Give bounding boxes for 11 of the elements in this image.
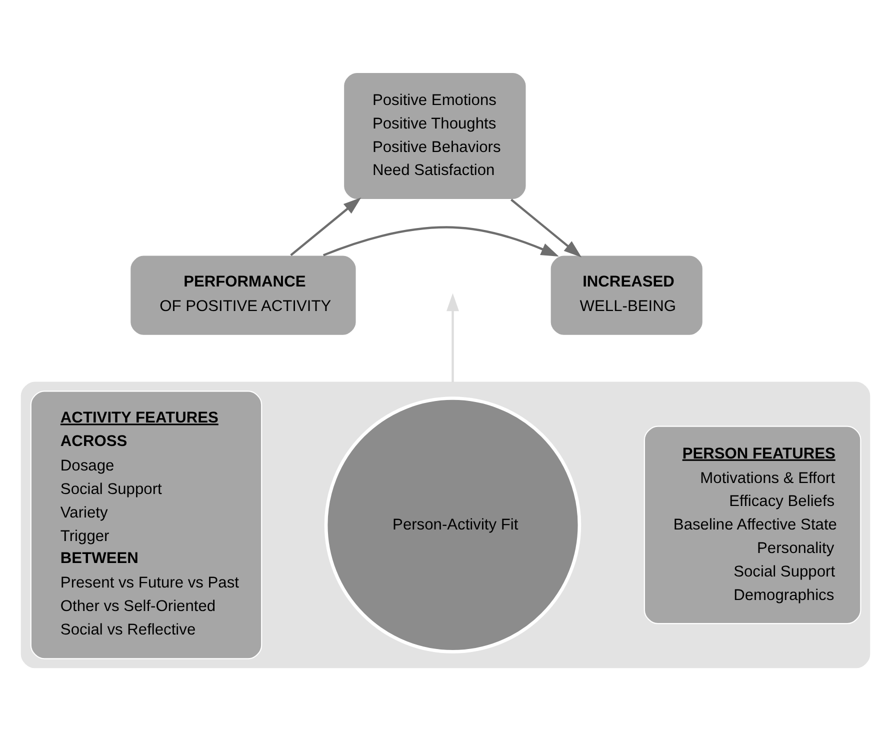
node-box: INCREASED WELL-BEING <box>550 254 704 336</box>
arrow <box>510 198 582 257</box>
cluster <box>20 381 870 668</box>
node-box: PERFORMANCE OF POSITIVE ACTIVITY <box>130 254 357 336</box>
arrow <box>446 292 459 382</box>
node-box: PERSON FEATURES Motivations & Effort Efficacy Beliefs Baseline Affective State Personality Social Support Demographics <box>644 425 862 624</box>
arrow <box>290 197 362 256</box>
arrow <box>322 226 559 256</box>
node-box: Positive Emotions Positive Thoughts Positive Behaviors Need Satisfaction <box>342 71 527 200</box>
node-box: ACTIVITY FEATURES ACROSS Dosage Social Support Variety Trigger BETWEEN Present vs Future vs Past Other vs Self-Oriented Social vs Reflective <box>30 390 262 659</box>
node-circle: Person-Activity Fit <box>324 396 582 653</box>
